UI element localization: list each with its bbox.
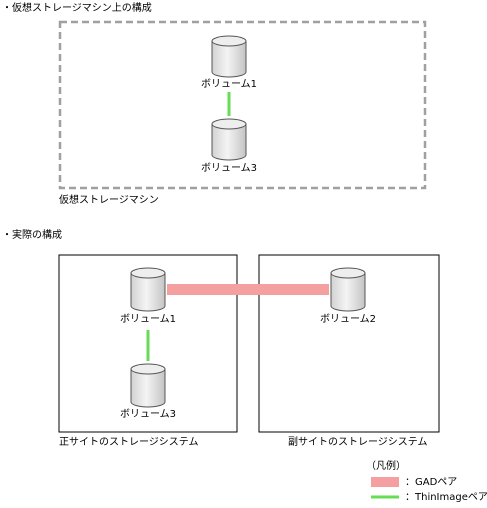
legend-thinimage-label: ：ThinImageペア <box>405 492 487 503</box>
primary-volume3-icon <box>130 363 166 408</box>
primary-volume3-label: ボリューム3 <box>119 409 177 420</box>
secondary-storage-system-box <box>258 254 440 433</box>
legend-gad-label: ：GADペア <box>405 477 458 488</box>
actual-section-heading: ・実際の構成 <box>2 230 62 241</box>
primary-storage-system-box <box>58 254 238 433</box>
virtual-volume3-icon <box>211 118 247 161</box>
secondary-volume2-icon <box>330 267 366 312</box>
virtual-volume1-label: ボリューム1 <box>200 79 258 90</box>
virtual-volume3-label: ボリューム3 <box>200 163 258 174</box>
legend-title: （凡例） <box>366 461 406 472</box>
legend-gad-swatch <box>371 477 399 487</box>
secondary-storage-system-label: 副サイトのストレージシステム <box>288 437 428 448</box>
virtual-section-heading: ・仮想ストレージマシン上の構成 <box>2 3 152 14</box>
virtual-storage-machine-label: 仮想ストレージマシン <box>59 195 159 206</box>
virtual-volume1-icon <box>211 35 247 78</box>
primary-volume1-label: ボリューム1 <box>119 314 177 325</box>
secondary-volume2-label: ボリューム2 <box>319 314 377 325</box>
primary-storage-system-label: 正サイトのストレージシステム <box>59 437 199 448</box>
virtual-storage-machine-box <box>58 20 427 190</box>
gad-pair-line <box>167 284 329 295</box>
primary-volume1-icon <box>130 267 166 312</box>
